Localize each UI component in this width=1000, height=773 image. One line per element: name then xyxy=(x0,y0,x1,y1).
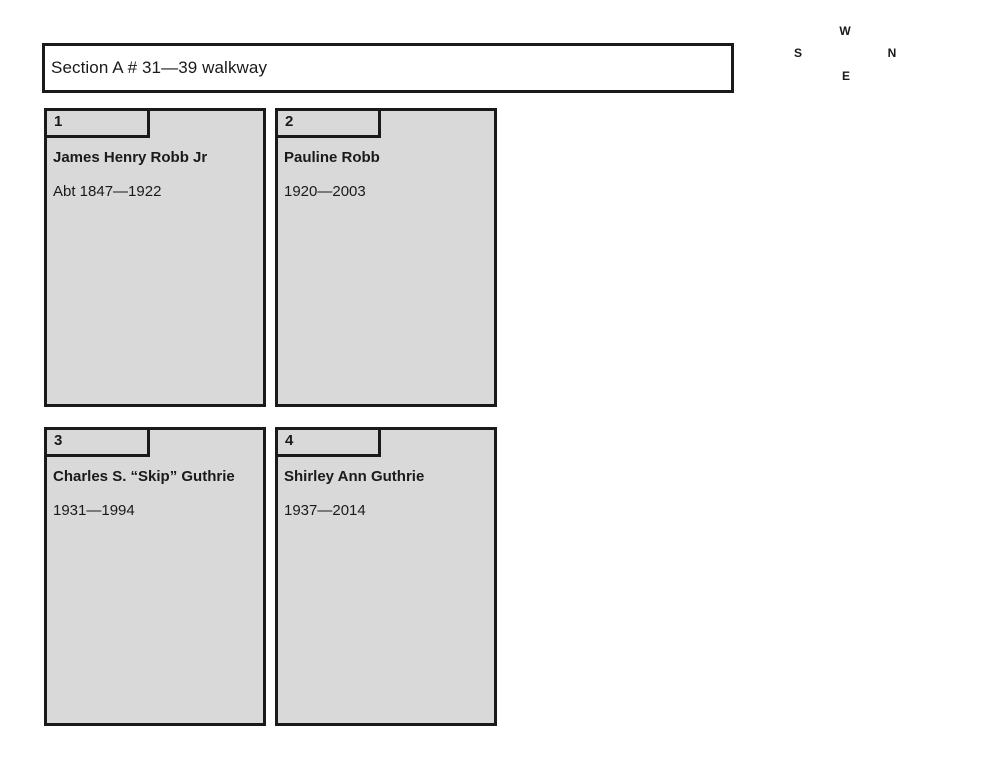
section-title: Section A # 31—39 walkway xyxy=(51,58,268,77)
plot-name: Charles S. “Skip” Guthrie xyxy=(53,468,235,485)
plot-number: 3 xyxy=(54,432,63,449)
plot-number-tab: 3 xyxy=(47,430,150,457)
compass-top-label: W xyxy=(839,24,851,38)
plot-dates: Abt 1847—1922 xyxy=(53,183,162,200)
plot-card-4: 4 Shirley Ann Guthrie 1937—2014 xyxy=(275,427,497,726)
plot-name: James Henry Robb Jr xyxy=(53,149,208,166)
plot-dates: 1920—2003 xyxy=(284,183,366,200)
compass-bottom-label: E xyxy=(841,69,851,83)
plot-number-tab: 1 xyxy=(47,111,150,138)
plot-card-2: 2 Pauline Robb 1920—2003 xyxy=(275,108,497,407)
plot-number-tab: 4 xyxy=(278,430,381,457)
plot-number: 2 xyxy=(285,113,294,130)
plot-number: 1 xyxy=(54,113,63,130)
plot-card-3: 3 Charles S. “Skip” Guthrie 1931—1994 xyxy=(44,427,266,726)
plot-dates: 1937—2014 xyxy=(284,502,366,519)
plot-dates: 1931—1994 xyxy=(53,502,135,519)
compass-rose: W S N E xyxy=(770,10,920,100)
compass-left-label: S xyxy=(793,46,803,60)
plot-name: Pauline Robb xyxy=(284,149,380,166)
plot-number: 4 xyxy=(285,432,294,449)
section-header-box: Section A # 31—39 walkway xyxy=(42,43,734,93)
plot-name: Shirley Ann Guthrie xyxy=(284,468,425,485)
plot-number-tab: 2 xyxy=(278,111,381,138)
plot-card-1: 1 James Henry Robb Jr Abt 1847—1922 xyxy=(44,108,266,407)
compass-right-label: N xyxy=(887,46,897,60)
